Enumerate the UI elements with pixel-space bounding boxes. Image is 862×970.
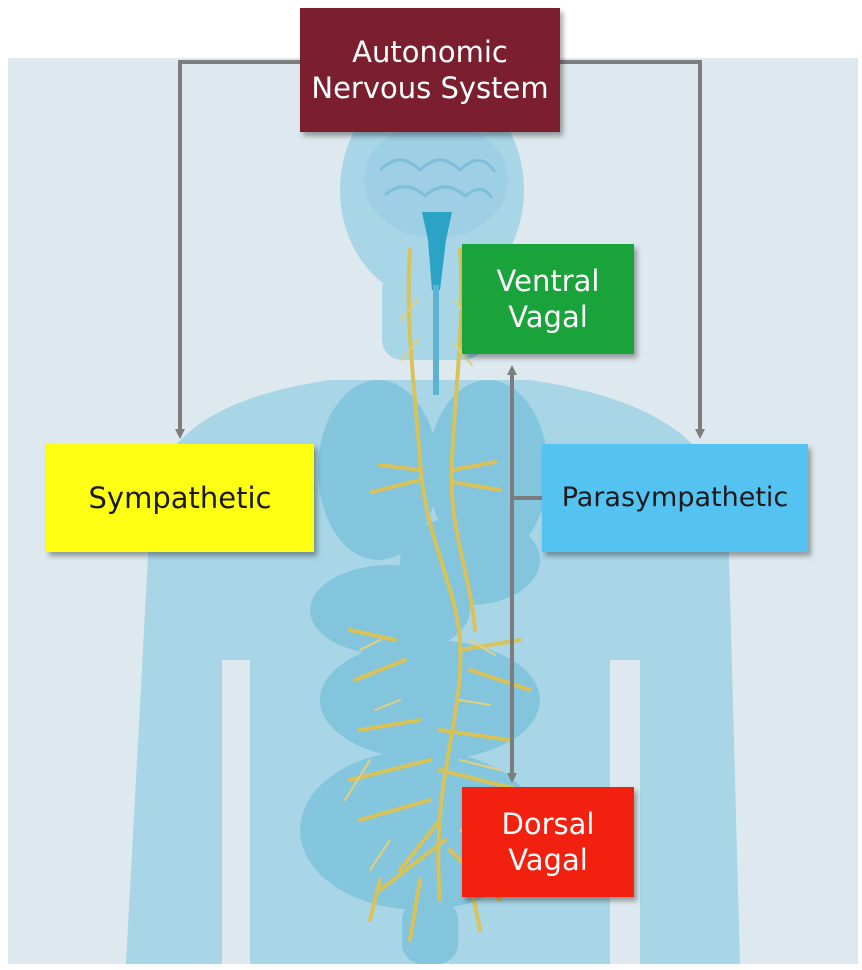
sympathetic-label: Sympathetic [89, 480, 272, 516]
ventral-vagal-box: Ventral Vagal [462, 244, 634, 354]
dorsal-label-line-2: Vagal [508, 842, 588, 878]
ventral-label-line-2: Vagal [508, 299, 588, 335]
dorsal-vagal-box: Dorsal Vagal [462, 787, 634, 897]
ans-label-line-1: Autonomic [352, 34, 508, 70]
sympathetic-box: Sympathetic [46, 444, 314, 552]
dorsal-label-line-1: Dorsal [502, 806, 595, 842]
parasympathetic-label: Parasympathetic [562, 481, 789, 515]
autonomic-nervous-system-box: Autonomic Nervous System [300, 8, 560, 132]
ans-label-line-2: Nervous System [311, 70, 548, 106]
parasympathetic-box: Parasympathetic [542, 444, 808, 552]
ventral-label-line-1: Ventral [497, 263, 600, 299]
